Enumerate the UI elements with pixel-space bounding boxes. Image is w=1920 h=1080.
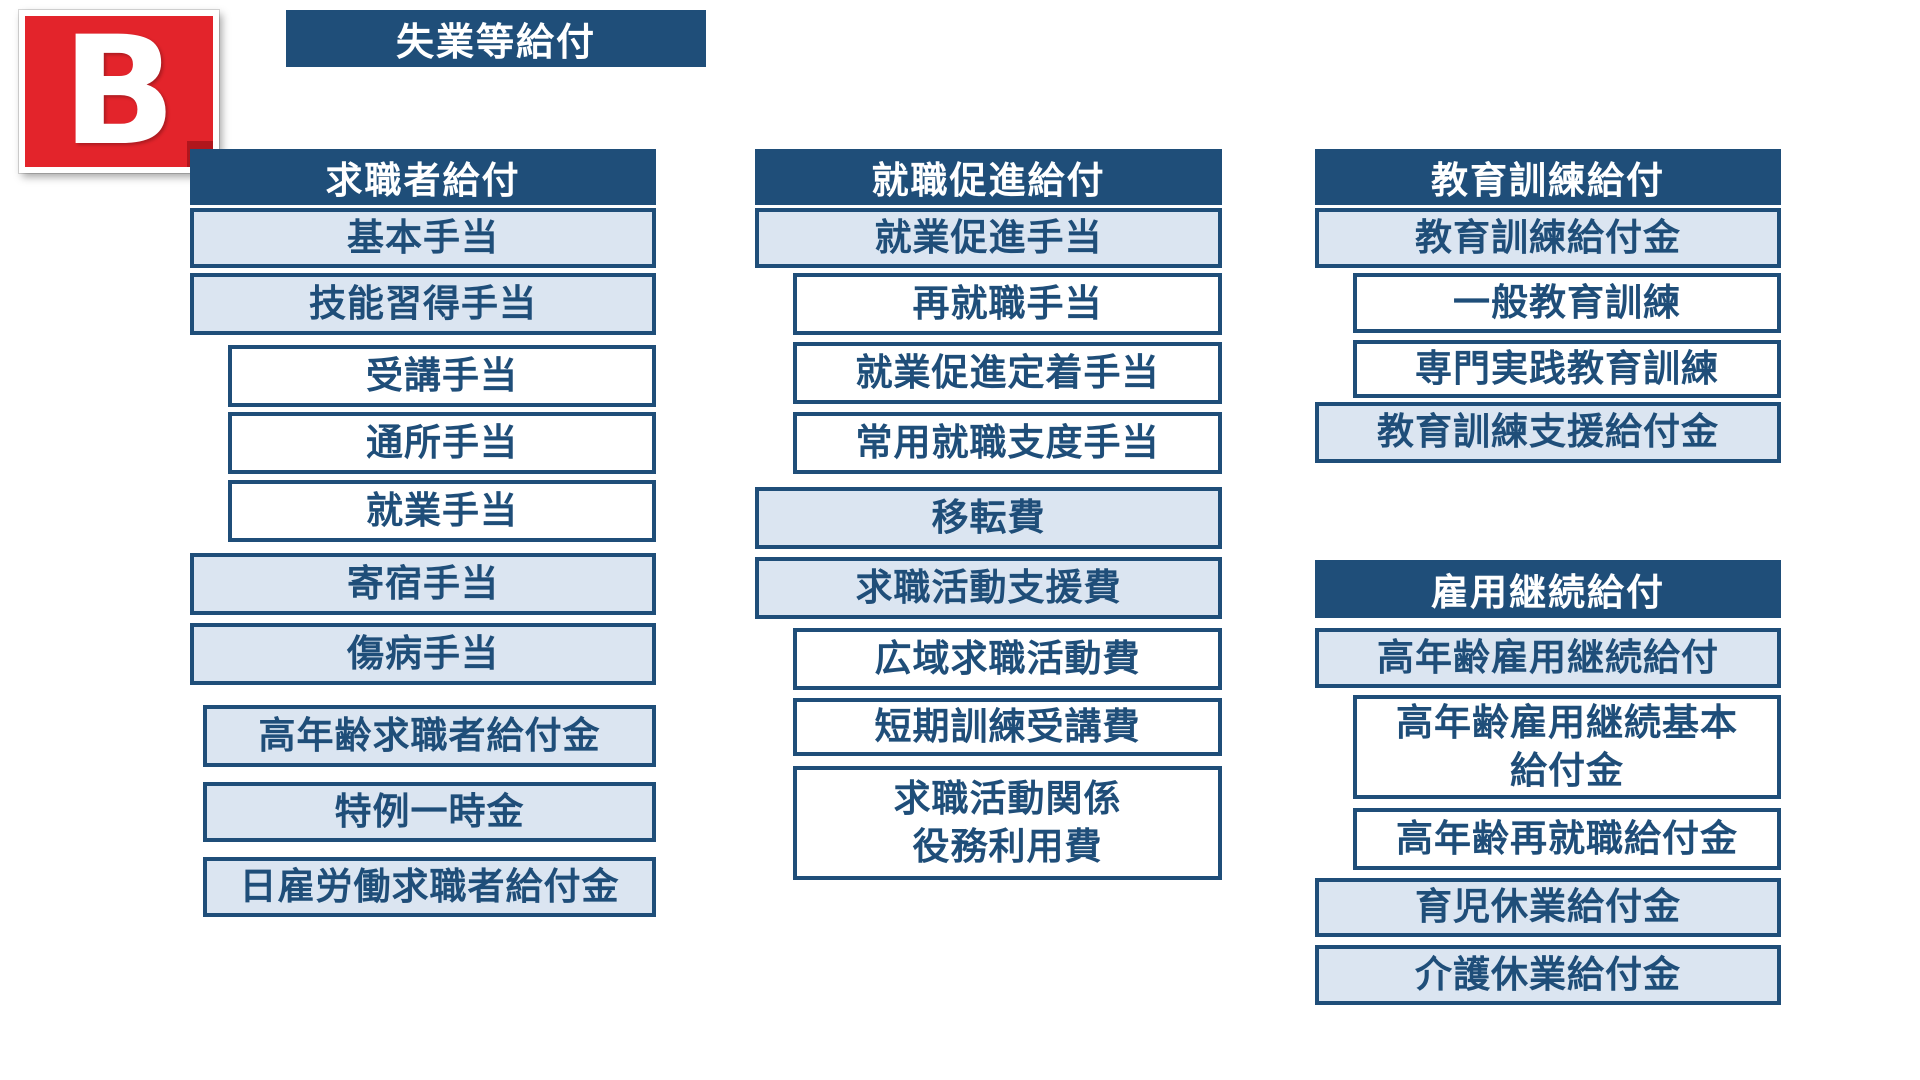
box-commuting-allowance: 通所手当: [228, 412, 656, 474]
box-childcare-leave-benefit: 育児休業給付金: [1315, 878, 1781, 937]
box-job-search-activity-support-expenses: 求職活動支援費: [755, 557, 1222, 619]
box-education-training-benefit: 教育訓練給付金: [1315, 208, 1781, 268]
header-employment-continuation-benefits: 雇用継続給付: [1315, 560, 1781, 618]
box-special-lump-sum: 特例一時金: [203, 782, 656, 842]
box-day-worker-jobseeker-benefit: 日雇労働求職者給付金: [203, 857, 656, 917]
box-moving-expenses: 移転費: [755, 487, 1222, 549]
box-elderly-employment-continuation-benefit: 高年齢雇用継続給付: [1315, 628, 1781, 688]
box-employment-promotion-retention-allowance: 就業促進定着手当: [793, 342, 1222, 404]
box-lodging-allowance: 寄宿手当: [190, 553, 656, 615]
box-general-education-training: 一般教育訓練: [1353, 273, 1781, 333]
diagram-title: 失業等給付: [286, 10, 706, 67]
column-education-and-continuation-benefits: 教育訓練給付 教育訓練給付金 一般教育訓練 専門実践教育訓練 教育訓練支援給付金…: [1315, 149, 1781, 1005]
box-job-search-services-expenses: 求職活動関係 役務利用費: [793, 766, 1222, 880]
box-course-allowance: 受講手当: [228, 345, 656, 407]
box-reemployment-allowance: 再就職手当: [793, 273, 1222, 335]
box-education-training-support-benefit: 教育訓練支援給付金: [1315, 402, 1781, 463]
box-caregiver-leave-benefit: 介護休業給付金: [1315, 945, 1781, 1005]
box-skill-acquisition-allowance: 技能習得手当: [190, 273, 656, 335]
header-education-training-benefits: 教育訓練給付: [1315, 149, 1781, 205]
box-professional-practical-education-training: 専門実践教育訓練: [1353, 340, 1781, 398]
label-b-badge: B: [19, 10, 219, 173]
column-jobseeker-benefits: 求職者給付 基本手当 技能習得手当 受講手当 通所手当 就業手当 寄宿手当 傷病…: [190, 149, 656, 917]
box-regular-employment-preparation-allowance: 常用就職支度手当: [793, 412, 1222, 474]
box-wide-area-job-search-expenses: 広域求職活動費: [793, 628, 1222, 690]
box-injury-sickness-allowance: 傷病手当: [190, 623, 656, 685]
box-elderly-employment-continuation-basic-benefit: 高年齢雇用継続基本 給付金: [1353, 695, 1781, 799]
badge-letter: B: [61, 4, 177, 179]
column-employment-promotion-benefits: 就職促進給付 就業促進手当 再就職手当 就業促進定着手当 常用就職支度手当 移転…: [755, 149, 1222, 880]
box-basic-allowance: 基本手当: [190, 208, 656, 268]
box-elderly-jobseeker-benefit: 高年齢求職者給付金: [203, 705, 656, 767]
header-jobseeker-benefits: 求職者給付: [190, 149, 656, 205]
box-elderly-reemployment-benefit: 高年齢再就職給付金: [1353, 808, 1781, 870]
box-short-term-training-expenses: 短期訓練受講費: [793, 698, 1222, 756]
box-employment-promotion-allowance: 就業促進手当: [755, 208, 1222, 268]
box-employment-allowance: 就業手当: [228, 480, 656, 542]
header-employment-promotion-benefits: 就職促進給付: [755, 149, 1222, 205]
